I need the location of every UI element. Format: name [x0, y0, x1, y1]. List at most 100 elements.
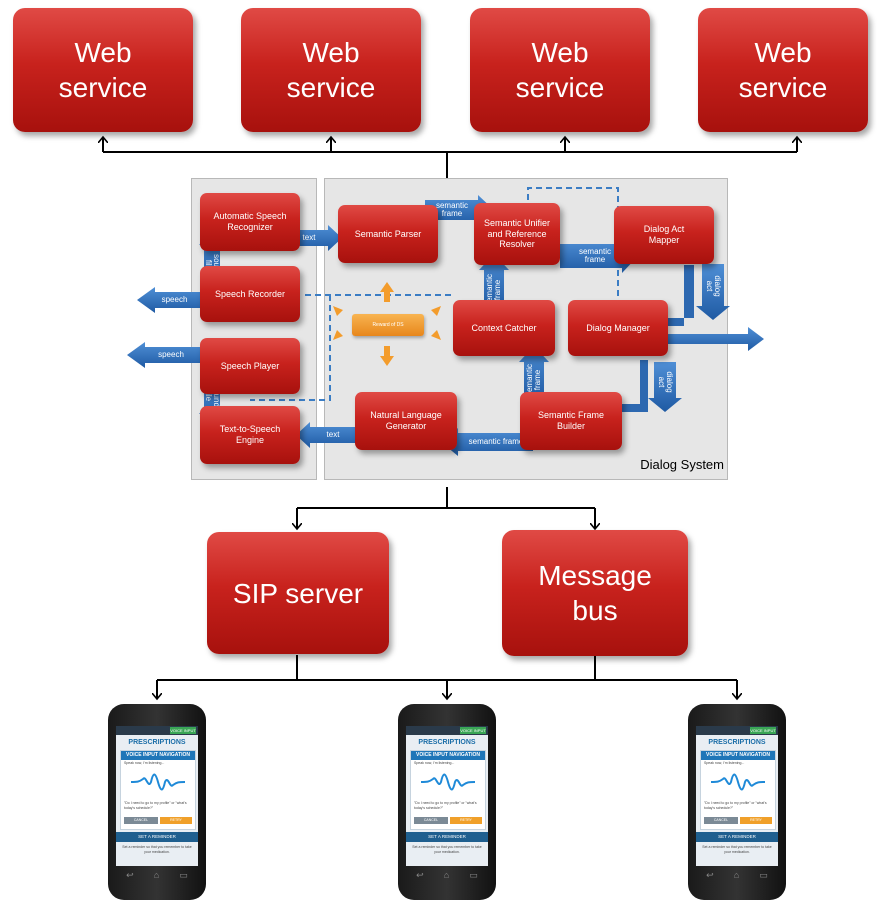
retry-button[interactable]: RETRY — [740, 817, 772, 824]
semantic-frame-arrow — [441, 428, 533, 456]
phone-client: VOICE INPUT PRESCRIPTIONS VOICE INPUT NA… — [688, 704, 786, 900]
hint-text: Speak now, I'm listening... — [414, 761, 455, 765]
nav-bar: ↩ ⌂ ▭ — [406, 868, 488, 882]
dialog-act-arrow — [622, 360, 648, 412]
voice-card: VOICE INPUT NAVIGATION Speak now, I'm li… — [120, 750, 196, 830]
app-header: PRESCRIPTIONS — [418, 739, 476, 746]
cancel-button[interactable]: CANCEL — [124, 817, 158, 824]
reward-arrow — [333, 306, 343, 316]
retry-button[interactable]: RETRY — [450, 817, 482, 824]
web-service-box: Web service — [13, 8, 193, 132]
app-header: PRESCRIPTIONS — [708, 739, 766, 746]
voice-card: VOICE INPUT NAVIGATION Speak now, I'm li… — [410, 750, 486, 830]
home-icon[interactable]: ⌂ — [733, 870, 740, 880]
text-label: text — [302, 232, 316, 242]
frame-builder-module: Semantic Frame Builder — [520, 392, 622, 450]
reward-arrow — [384, 346, 390, 356]
reward-arrow — [333, 330, 343, 340]
phone-screen: VOICE INPUT PRESCRIPTIONS VOICE INPUT NA… — [406, 726, 488, 866]
back-icon[interactable]: ↩ — [416, 869, 424, 880]
reward-arrow — [431, 330, 441, 340]
dialog-system-title: Dialog System — [640, 457, 724, 472]
phone-client: VOICE INPUT PRESCRIPTIONS VOICE INPUT NA… — [108, 704, 206, 900]
cancel-button[interactable]: CANCEL — [414, 817, 448, 824]
web-service-box: Web service — [470, 8, 650, 132]
reward-dashed-line — [527, 187, 619, 210]
set-reminder-button[interactable]: SET A REMINDER — [696, 832, 778, 842]
query-text: "Do I need to go to my profile" or "what… — [704, 801, 767, 810]
hint-text: Speak now, I'm listening... — [124, 761, 165, 765]
status-bar: VOICE INPUT — [406, 726, 488, 735]
external-output-arrow — [664, 327, 764, 351]
footer-text: Set a reminder so that you remember to t… — [412, 845, 482, 854]
cancel-button[interactable]: CANCEL — [704, 817, 738, 824]
speech-input-arrow — [137, 287, 203, 313]
reward-arrow — [380, 282, 394, 292]
text-label: text — [326, 429, 340, 439]
query-text: "Do I need to go to my profile" or "what… — [414, 801, 477, 810]
semantic-frame-arrow — [479, 254, 509, 310]
back-icon[interactable]: ↩ — [126, 869, 134, 880]
semantic-frame-label: semantic frame — [578, 246, 611, 264]
footer-text: Set a reminder so that you remember to t… — [702, 845, 772, 854]
status-badge: VOICE INPUT — [750, 727, 776, 734]
recent-apps-icon[interactable]: ▭ — [759, 869, 768, 880]
message-bus-box: Message bus — [502, 530, 688, 656]
card-title: VOICE INPUT NAVIGATION — [121, 751, 195, 760]
dialog-act-arrow — [648, 362, 682, 412]
home-icon[interactable]: ⌂ — [153, 870, 160, 880]
phone-screen: VOICE INPUT PRESCRIPTIONS VOICE INPUT NA… — [116, 726, 198, 866]
semantic-parser-module: Semantic Parser — [338, 205, 438, 263]
status-badge: VOICE INPUT — [460, 727, 486, 734]
waveform-icon — [131, 773, 185, 791]
phone-screen: VOICE INPUT PRESCRIPTIONS VOICE INPUT NA… — [696, 726, 778, 866]
context-catcher-module: Context Catcher — [453, 300, 555, 356]
recent-apps-icon[interactable]: ▭ — [179, 869, 188, 880]
query-text: "Do I need to go to my profile" or "what… — [124, 801, 187, 810]
status-bar: VOICE INPUT — [696, 726, 778, 735]
set-reminder-button[interactable]: SET A REMINDER — [116, 832, 198, 842]
dialog-manager-module: Dialog Manager — [568, 300, 668, 356]
nav-bar: ↩ ⌂ ▭ — [116, 868, 198, 882]
recent-apps-icon[interactable]: ▭ — [469, 869, 478, 880]
voice-card: VOICE INPUT NAVIGATION Speak now, I'm li… — [700, 750, 776, 830]
web-service-box: Web service — [241, 8, 421, 132]
status-bar: VOICE INPUT — [116, 726, 198, 735]
phone-client: VOICE INPUT PRESCRIPTIONS VOICE INPUT NA… — [398, 704, 496, 900]
tts-module: Text-to-Speech Engine — [200, 406, 300, 464]
sip-server-box: SIP server — [207, 532, 389, 654]
reward-box: Reward of DS — [352, 314, 424, 336]
speech-output-arrow — [127, 342, 200, 368]
waveform-icon — [421, 773, 475, 791]
text-arrow — [287, 225, 342, 251]
asr-module: Automatic Speech Recognizer — [200, 193, 300, 251]
speech-input-label: speech — [161, 294, 188, 304]
dialog-act-arrow — [668, 265, 694, 326]
back-icon[interactable]: ↩ — [706, 869, 714, 880]
nav-bar: ↩ ⌂ ▭ — [696, 868, 778, 882]
reward-arrow — [431, 306, 441, 316]
dialog-act-arrow — [696, 264, 730, 320]
dialog-act-label: dialog act — [657, 371, 675, 393]
semantic-frame-label: semantic frame — [435, 200, 468, 218]
semantic-frame-arrow — [519, 346, 549, 400]
retry-button[interactable]: RETRY — [160, 817, 192, 824]
dialog-act-mapper-module: Dialog Act Mapper — [614, 206, 714, 264]
status-badge: VOICE INPUT — [170, 727, 196, 734]
home-icon[interactable]: ⌂ — [443, 870, 450, 880]
card-title: VOICE INPUT NAVIGATION — [411, 751, 485, 760]
app-header: PRESCRIPTIONS — [128, 739, 186, 746]
footer-text: Set a reminder so that you remember to t… — [122, 845, 192, 854]
reward-arrow — [380, 356, 394, 366]
nlg-module: Natural Language Generator — [355, 392, 457, 450]
unifier-module: Semantic Unifier and Reference Resolver — [474, 203, 560, 265]
set-reminder-button[interactable]: SET A REMINDER — [406, 832, 488, 842]
speech-output-label: speech — [158, 349, 184, 359]
card-title: VOICE INPUT NAVIGATION — [701, 751, 775, 760]
reward-arrow — [384, 292, 390, 302]
reward-dashed-line — [250, 295, 331, 401]
semantic-frame-label: semantic frame — [468, 436, 524, 446]
speech-player-module: Speech Player — [200, 338, 300, 394]
waveform-icon — [711, 773, 765, 791]
